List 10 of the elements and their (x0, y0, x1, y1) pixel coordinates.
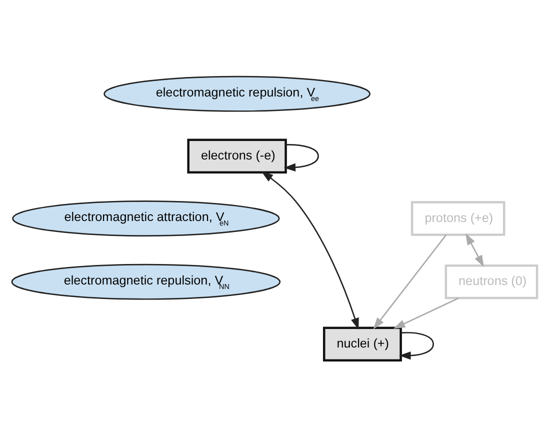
arrow (393, 297, 459, 328)
node-box: nuclei (+) (322, 326, 402, 362)
arrow (399, 331, 434, 360)
arrow (284, 144, 319, 172)
node-box: neutrons (0) (444, 264, 538, 299)
arrow (261, 170, 359, 330)
node-box: electrons (-e) (187, 138, 287, 174)
node-box: protons (+e) (410, 200, 506, 236)
arrow (373, 234, 447, 329)
arrow (466, 232, 484, 266)
